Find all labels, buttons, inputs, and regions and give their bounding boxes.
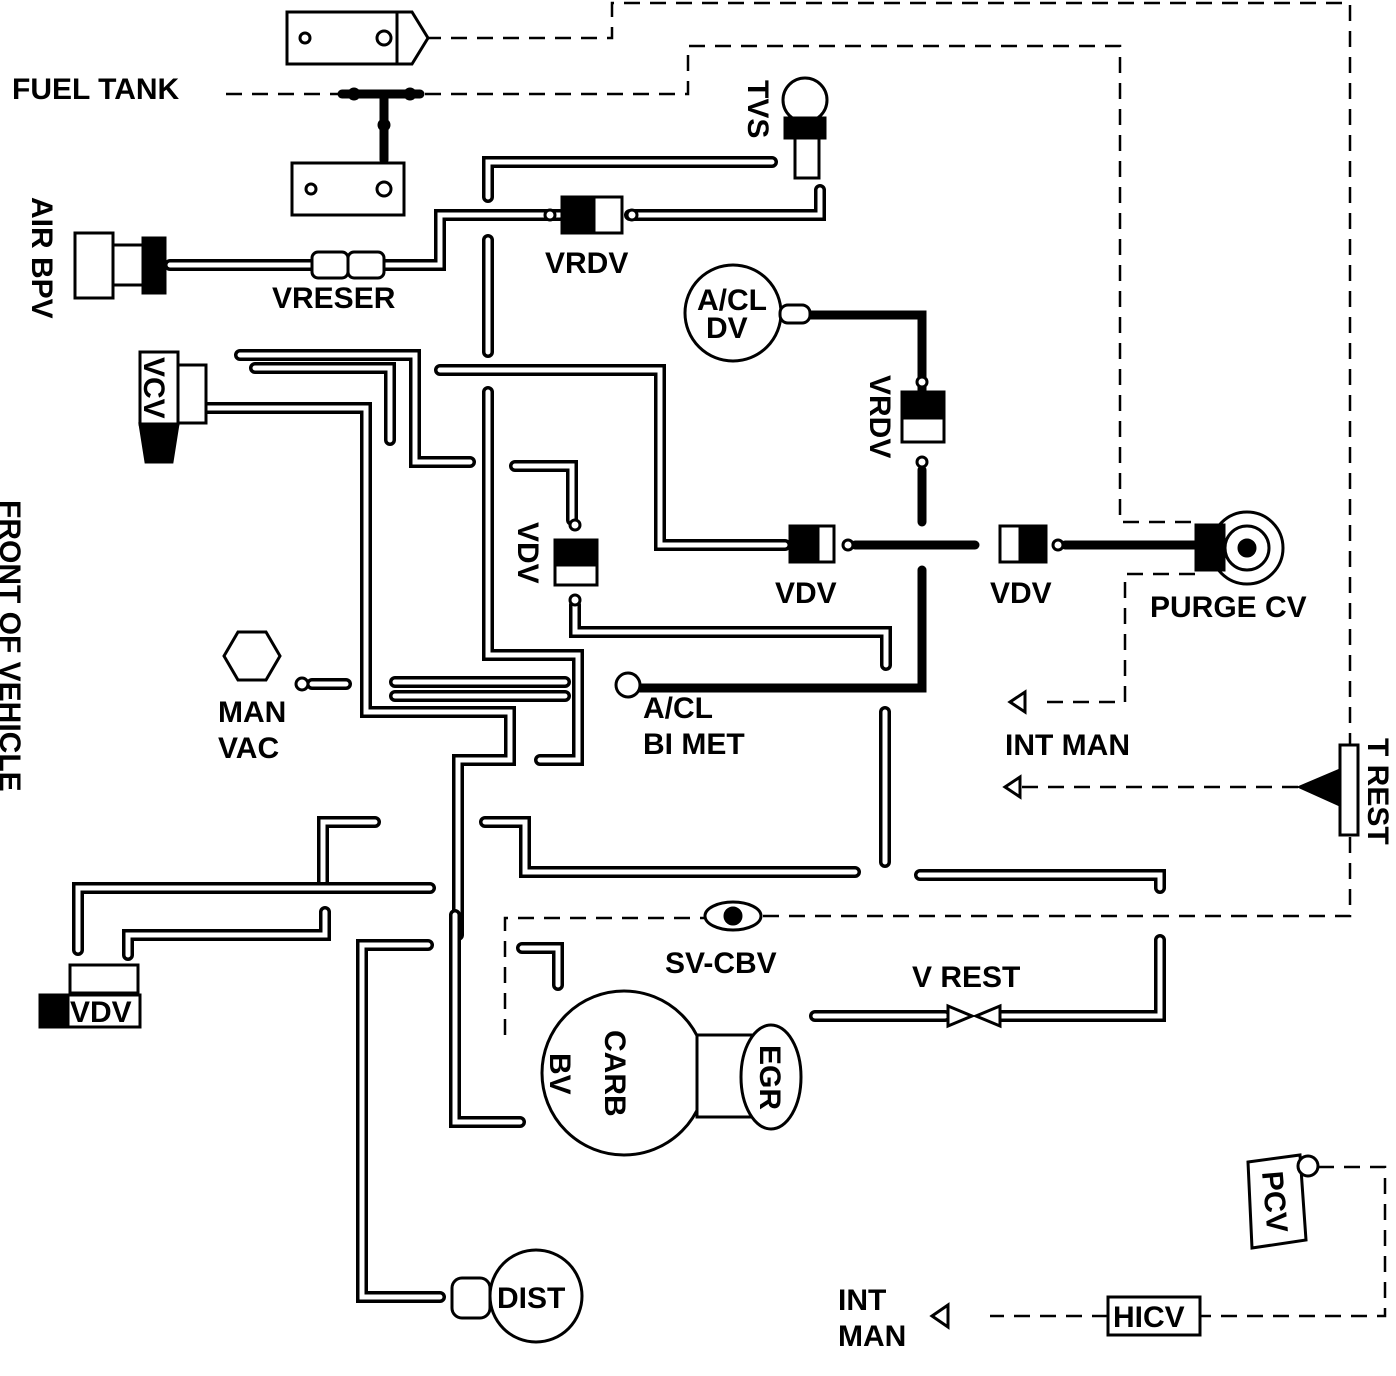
label-front-of-vehicle: FRONT OF VEHICLE — [0, 500, 26, 792]
label-vdv-right: VDV — [990, 577, 1052, 610]
vdv-left-valve-icon — [38, 963, 142, 1029]
label-acl-dv-line2: DV — [706, 312, 748, 345]
label-vcv: VCV — [137, 357, 170, 419]
int-man-arrow-icons — [929, 689, 1027, 1330]
label-vdv-left: VDV — [70, 996, 132, 1029]
label-egr: EGR — [753, 1045, 786, 1110]
air-bpv-valve-icon — [73, 231, 167, 300]
pcv-valve-icon — [1246, 1153, 1320, 1250]
vrdv-top-valve-icon — [543, 195, 639, 235]
egr-valve-icon — [739, 1023, 803, 1131]
label-tvs: TVS — [741, 80, 774, 138]
fuel-tank-tee-icon — [337, 87, 425, 165]
sv-cbv-valve-icon — [703, 900, 763, 932]
purge-cv-valve-icon — [1194, 510, 1285, 586]
label-int-man-bottom-line1: INT — [838, 1284, 886, 1317]
label-acl-bimet-line2: BI MET — [643, 728, 745, 761]
acl-bimet-sensor-icon — [614, 671, 642, 699]
label-acl-dv-line1: A/CL — [697, 284, 767, 317]
vdv-right-valve-icon — [998, 524, 1065, 564]
v-rest-restrictor-icon — [946, 1003, 1002, 1029]
label-int-man-bottom-line2: MAN — [838, 1320, 906, 1353]
vdv-center-valve-icon — [788, 524, 855, 564]
hicv-valve-icon — [1106, 1295, 1202, 1337]
label-bv: BV — [543, 1053, 576, 1095]
label-vdv-center: VDV — [775, 577, 837, 610]
dist-advance-icon — [450, 1248, 584, 1344]
label-acl-bimet-line1: A/CL — [643, 692, 713, 725]
vacuum-hoses — [72, 156, 1166, 1303]
vcv-valve-icon — [138, 350, 208, 464]
label-v-rest: V REST — [912, 961, 1020, 994]
man-vac-fitting-icon — [222, 630, 310, 692]
top-bracket — [285, 10, 430, 66]
dashed-connections — [226, 1, 1387, 1318]
lower-bracket — [290, 161, 406, 217]
tvs-valve-icon — [781, 76, 829, 180]
vreser-reservoir-icon — [310, 250, 386, 280]
label-pcv: PCV — [1255, 1170, 1293, 1234]
label-t-rest: T REST — [1361, 738, 1394, 845]
label-vdv-mid: VDV — [511, 522, 544, 584]
label-hicv: HICV — [1113, 1301, 1185, 1334]
label-sv-cbv: SV-CBV — [665, 947, 777, 980]
label-vrdv-right: VRDV — [863, 375, 896, 458]
vrdv-right-valve-icon — [900, 375, 946, 469]
solid-hoses — [635, 310, 1200, 693]
label-int-man-right: INT MAN — [1005, 729, 1130, 762]
vdv-mid-valve-icon — [553, 518, 599, 607]
label-man-vac-line2: VAC — [218, 732, 279, 765]
label-carb: CARB — [598, 1030, 631, 1117]
acl-dv-diaphragm-icon — [683, 263, 812, 363]
label-dist: DIST — [497, 1282, 565, 1315]
label-vrdv-top: VRDV — [545, 247, 628, 280]
label-air-bpv: AIR BPV — [25, 197, 58, 319]
t-rest-restrictor-icon — [1296, 743, 1360, 837]
label-vreser: VRESER — [272, 282, 396, 315]
label-man-vac-line1: MAN — [218, 696, 286, 729]
label-fuel-tank: FUEL TANK — [12, 73, 180, 106]
label-purge-cv: PURGE CV — [1150, 591, 1307, 624]
